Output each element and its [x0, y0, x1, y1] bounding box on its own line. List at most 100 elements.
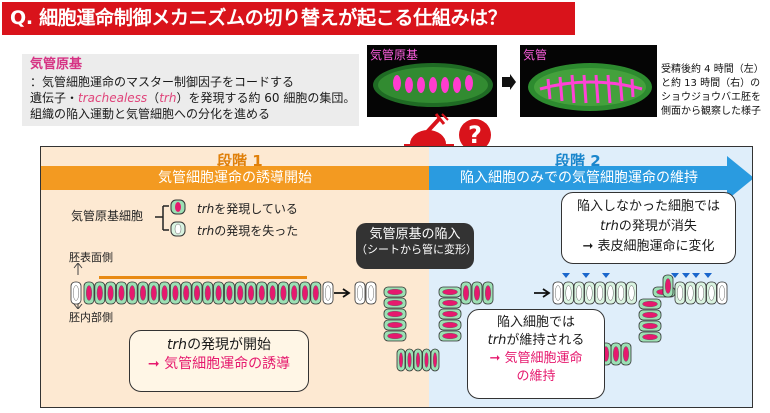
micrograph-label-trachea: 気管 [523, 48, 548, 62]
definition-line2: 遺伝子・trachealess（trh）を発現する約 60 細胞の集団。 [30, 91, 356, 105]
cell-plain [716, 281, 728, 305]
embryo-image-late [528, 63, 652, 111]
arrow-right-icon: ➞ [489, 351, 505, 366]
cell-trh [126, 281, 138, 305]
cell-trh [620, 342, 632, 366]
cell-lost [695, 281, 707, 305]
callout-gene: trh [166, 337, 188, 353]
cell-trh [83, 281, 95, 305]
legend-bracket [155, 199, 186, 237]
cell-trh [662, 274, 674, 298]
legend-label: 気管原基細胞 [71, 209, 144, 223]
stage-panel: 段階 1 段階 2 気管細胞運命の誘導開始 陥入細胞のみでの気管細胞運命の維持 … [40, 146, 753, 408]
legend-gene: trh [197, 202, 215, 216]
cell-trh [383, 286, 407, 298]
arrow-right-icon [534, 288, 551, 298]
definition-line3: 組織の陥入運動と気管細胞への分化を進める [30, 107, 271, 121]
cell-trh [299, 281, 311, 305]
micrograph-label-primordium: 気管原基 [370, 48, 419, 62]
cell-trh [638, 298, 662, 310]
cell-trh [610, 342, 622, 366]
cell-trh [396, 348, 406, 372]
cell-trh [202, 281, 214, 305]
cell-plain [322, 281, 334, 305]
cell-trh [267, 281, 279, 305]
arrow-right-icon: ➞ [147, 356, 165, 372]
blue-marker [704, 273, 712, 278]
stage2-bar: 陥入細胞のみでの気管細胞運命の維持 [429, 166, 729, 190]
definition-heading: 気管原基 [30, 57, 83, 72]
cell-trh [430, 348, 440, 372]
cell-trh [191, 281, 203, 305]
cell-lost [573, 281, 585, 305]
definition-line2-post: を発現する約 60 細胞の集団。 [188, 91, 356, 105]
cell-trh [245, 281, 257, 305]
cell-trh [180, 281, 192, 305]
micrograph-trachea: 気管 [520, 45, 657, 117]
cell-plain [365, 281, 377, 305]
blue-marker [602, 273, 610, 278]
callout-text: の発現が消失 [618, 219, 697, 234]
arrow-right-icon: ➞ [582, 239, 598, 254]
cell-trh [137, 281, 149, 305]
cell-trh [383, 297, 407, 309]
caption-line: と約 13 時間（右）の [661, 78, 761, 89]
cell-trh [383, 308, 407, 320]
cell-trh [234, 281, 246, 305]
orientation-top: 胚表面側 [69, 251, 113, 264]
callout-text: 気管細胞運命の誘導 [164, 356, 291, 372]
legend-item-lost: trhの発現を失った [197, 222, 298, 239]
cell-trh [94, 281, 106, 305]
invagination-line2: （シートから管に変形） [356, 243, 477, 256]
cell-trh [310, 281, 322, 305]
legend-gene: trh [197, 224, 215, 238]
cell-trh [277, 281, 289, 305]
cell-trh [482, 281, 494, 305]
callout-start-line1: trhの発現が開始 [130, 336, 308, 355]
orange-line [99, 276, 307, 279]
cell-trh [638, 320, 662, 332]
callout-text: 陥入しなかった細胞では [576, 199, 720, 214]
callout-text: 陥入細胞では [496, 315, 575, 330]
callout-lost-line2: trhの発現が消失 [562, 217, 735, 237]
stage2-arrowhead [727, 156, 752, 200]
arrow-right-icon [334, 288, 351, 298]
cell-trh [213, 281, 225, 305]
cell-plain [354, 281, 366, 305]
blue-marker [682, 273, 690, 278]
callout-text: が維持される [506, 333, 585, 348]
cell-trh [422, 348, 431, 372]
legend-text: を発現している [214, 202, 298, 216]
invagination-label: 気管原基の陥入 （シートから管に変形） [356, 223, 477, 269]
cell-trh [383, 319, 407, 331]
caption-line: 受精後約 4 時間（左） [661, 64, 764, 75]
callout-maintained-line3: ➞ 気管細胞運命 [468, 350, 604, 368]
blue-marker [582, 273, 590, 278]
cell-plain [70, 281, 82, 305]
invagination-line1: 気管原基の陥入 [369, 227, 461, 242]
arrow-right-icon [502, 74, 516, 90]
callout-gene: trh [600, 219, 619, 234]
cell-trh [638, 331, 662, 343]
cell-trh [638, 309, 662, 321]
cell-lost [605, 281, 616, 305]
cell-trh [438, 297, 462, 309]
cell-trh [159, 281, 170, 305]
legend-text: の発現を失った [214, 224, 299, 238]
cell-trh [471, 281, 483, 305]
cell-lost [584, 281, 595, 305]
caption-line: 側面から観察した様子 [661, 106, 761, 117]
callout-maintained-line2: trhが維持される [468, 332, 604, 350]
cell-lost [594, 281, 606, 305]
cell-lost [626, 281, 637, 305]
micrograph-caption: 受精後約 4 時間（左） と約 13 時間（右）の ショウジョウバエ胚を 側面か… [661, 63, 764, 119]
cell-trh [169, 281, 181, 305]
cell-trh [438, 286, 462, 298]
cell-trh [223, 281, 235, 305]
cell-trh [438, 319, 462, 331]
cell-trh [383, 330, 407, 342]
cell-trh [105, 281, 116, 305]
stage1-number: 段階 1 [217, 152, 263, 170]
stage2-number: 段階 2 [555, 152, 601, 170]
cell-trh [438, 330, 462, 342]
